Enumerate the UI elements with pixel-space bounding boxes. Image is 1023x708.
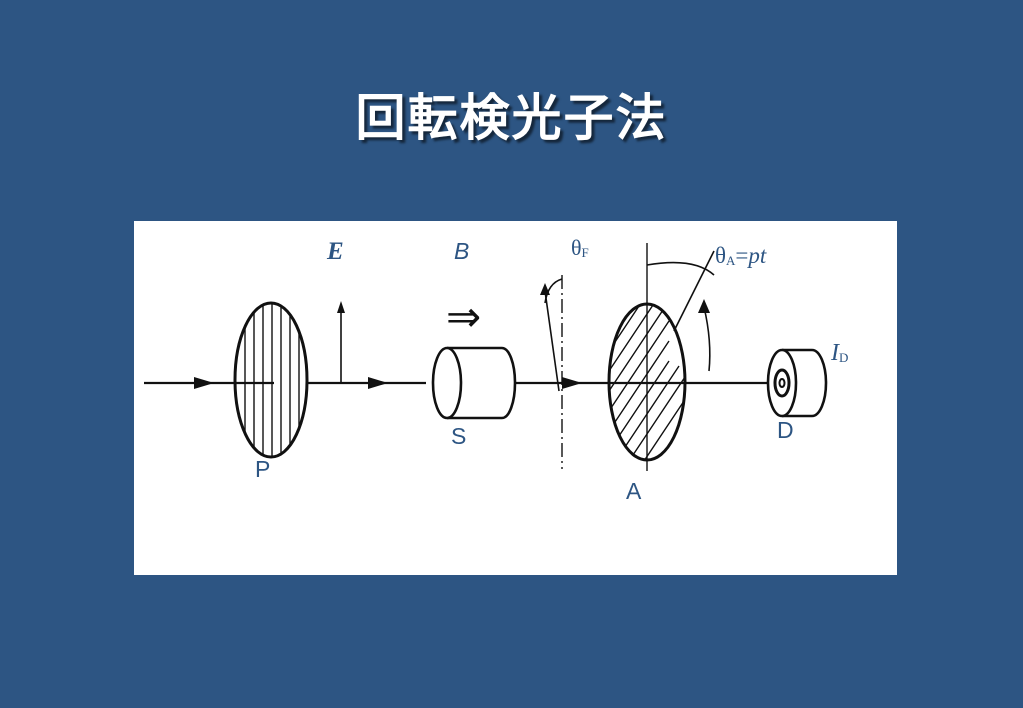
label-e: E <box>327 238 344 265</box>
theta-f-sub: F <box>581 245 589 260</box>
analyzer-a <box>607 302 687 462</box>
theta-a-base: θ <box>715 243 727 268</box>
b-field-arrow: ⇒ <box>446 292 481 341</box>
sample-s <box>431 346 517 420</box>
analyzer-rotation-indicator <box>646 250 715 372</box>
theta-a-expr: pt <box>748 243 767 268</box>
label-theta-a: θA=pt <box>715 243 766 269</box>
label-id: ID <box>831 340 848 367</box>
e-field-vector <box>337 301 345 383</box>
theta-a-sub: A <box>726 253 736 268</box>
label-a: A <box>626 478 642 504</box>
diagram-panel: ⇒ <box>134 221 897 575</box>
polarizer-p <box>233 301 309 459</box>
page-title: 回転検光子法 <box>355 89 668 147</box>
rotation-arrowhead <box>698 299 710 313</box>
theta-f-base: θ <box>571 235 582 260</box>
theta-a-eq: = <box>735 243 749 268</box>
faraday-rotation-indicator <box>540 275 563 469</box>
label-d: D <box>777 417 794 443</box>
label-theta-f: θF <box>571 235 589 261</box>
id-sub: D <box>839 350 849 365</box>
id-base: I <box>831 340 839 366</box>
detector-d <box>766 348 828 418</box>
label-p: P <box>255 456 271 482</box>
beam-arrows <box>194 377 582 389</box>
label-b: B <box>454 238 470 264</box>
polarimeter-diagram: ⇒ <box>144 243 828 471</box>
label-s: S <box>451 423 467 449</box>
